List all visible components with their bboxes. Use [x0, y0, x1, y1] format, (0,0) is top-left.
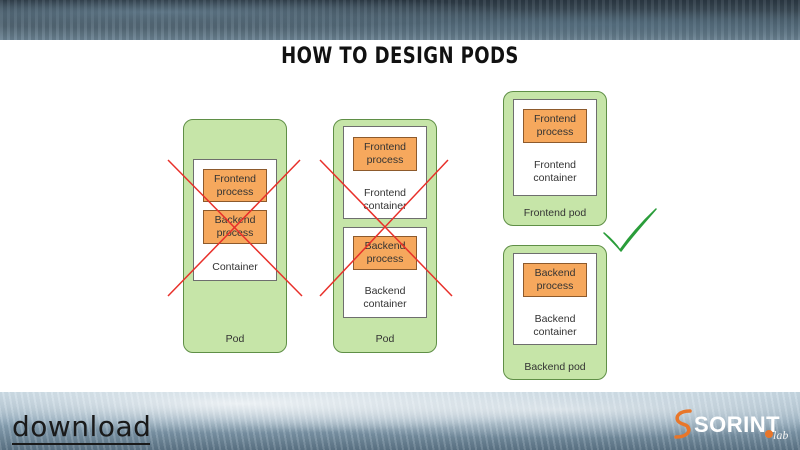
header-banner [0, 0, 800, 40]
pod-label-diagram1: Pod [225, 333, 245, 345]
process-text-line1: Frontend [533, 113, 577, 125]
pod-label-diagram2: Pod [375, 333, 395, 345]
label-line1: Frontend [363, 187, 407, 199]
label-line1: Backend [534, 313, 576, 325]
process-text-line1: Frontend [213, 172, 257, 185]
download-logo-underline [12, 443, 150, 445]
label-line2: container [363, 298, 407, 310]
sorint-logo-lower-stroke [674, 425, 691, 439]
process-text-line1: Frontend [363, 141, 407, 153]
process-text-line2: process [366, 154, 404, 166]
process-text-line1: Backend [534, 267, 576, 279]
backend-pod-label: Backend pod [524, 361, 586, 373]
footer-banner [0, 392, 800, 450]
sorint-logo-upper-stroke [675, 409, 692, 430]
container-label-diagram1: Container [212, 261, 258, 273]
check-icon [603, 208, 657, 252]
sorint-logo-icon [674, 409, 692, 439]
process-text-line2: process [536, 126, 574, 138]
download-logo: download [12, 410, 152, 443]
label-line1: Backend [364, 285, 406, 297]
sorint-lab-suffix: lab [773, 428, 789, 442]
label-line2: container [533, 326, 577, 338]
frontend-pod-label: Frontend pod [523, 207, 587, 219]
label-line1: Frontend [533, 159, 577, 171]
sorint-dot [765, 430, 773, 438]
process-text-line1: Backend [364, 240, 406, 252]
process-text-line2: process [366, 253, 404, 265]
label-line2: container [533, 172, 577, 184]
process-text-line2: process [536, 280, 574, 292]
label-line2: container [363, 200, 407, 212]
process-text-line2: process [216, 227, 254, 239]
sorint-logo-dot [765, 430, 773, 438]
page-title: HOW TO DESIGN PODS [281, 44, 519, 69]
process-text-line1: Backend [214, 214, 256, 226]
process-text-line2: process [216, 185, 254, 198]
